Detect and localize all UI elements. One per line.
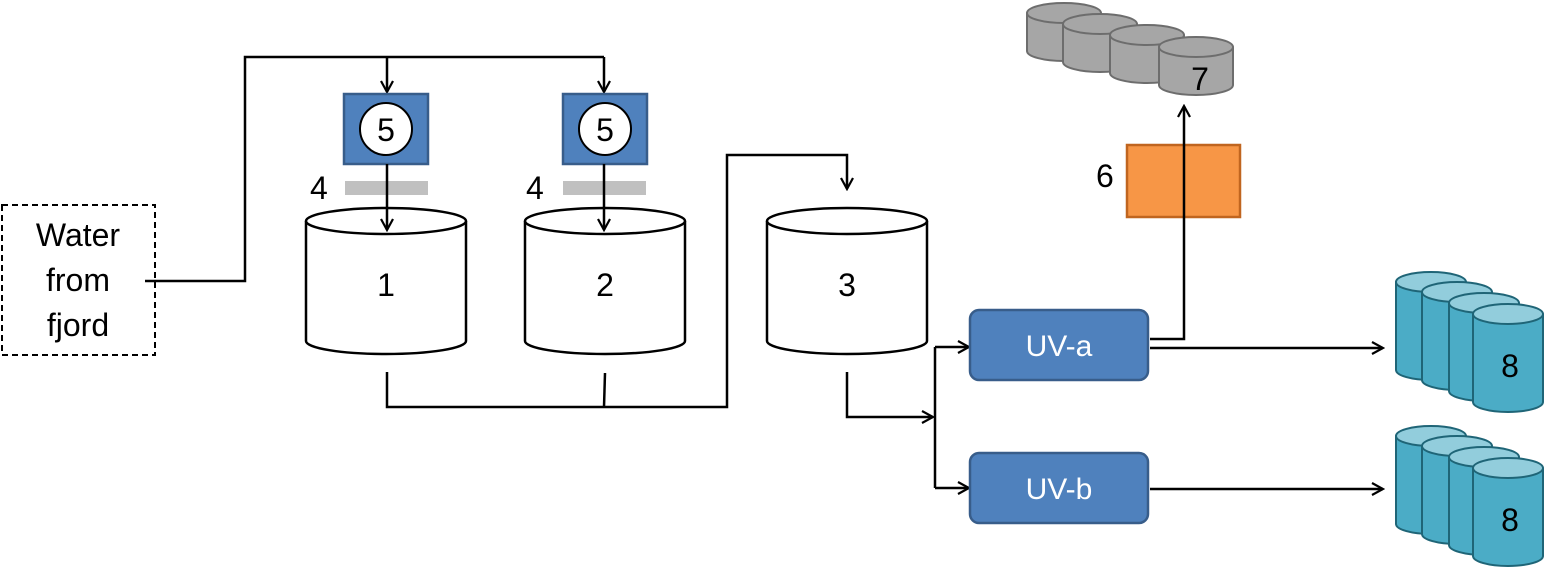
blue-cylinder <box>1472 457 1544 567</box>
blue-tanks-top-label: 8 <box>1501 348 1519 384</box>
uv-unit-label: 5 <box>596 112 614 148</box>
tank-2: 2 <box>523 206 687 356</box>
grey-tanks-label: 7 <box>1191 61 1209 97</box>
source-line-1: Water <box>36 217 121 253</box>
tank-3: 3 <box>765 206 929 356</box>
filter-label: 4 <box>310 170 328 206</box>
inlet-pipe <box>145 55 604 283</box>
source-line-2: from <box>46 262 110 298</box>
uv-unit-5-right: 5 <box>561 92 649 166</box>
box-6: 6 <box>1096 143 1242 219</box>
tank-label: 2 <box>596 267 614 303</box>
collector-pipe <box>385 153 847 409</box>
uv-b-label: UV-b <box>1026 473 1093 506</box>
uv-b-box: UV-b <box>968 451 1150 525</box>
tank-label: 3 <box>838 267 856 303</box>
grey-cylinder <box>1158 36 1234 96</box>
filter-4-right: 4 <box>526 170 646 206</box>
blue-tanks-8-top <box>1395 271 1544 413</box>
blue-cylinder <box>1472 303 1544 413</box>
uv-a-to-7-pipe <box>1150 106 1184 341</box>
uv-a-label: UV-a <box>1026 330 1093 363</box>
box-6-label: 6 <box>1096 158 1114 194</box>
blue-tanks-8-bottom <box>1395 425 1544 567</box>
uv-a-box: UV-a <box>968 308 1150 382</box>
uv-unit-label: 5 <box>377 112 395 148</box>
filter-4-left: 4 <box>310 170 428 206</box>
grey-tanks-7 <box>1026 2 1234 96</box>
source-line-3: fjord <box>47 307 109 343</box>
water-source-box: Water from fjord <box>1 204 156 356</box>
filter-label: 4 <box>526 170 544 206</box>
tank3-outlet-pipe <box>845 347 969 488</box>
tank-label: 1 <box>377 267 395 303</box>
blue-tanks-bottom-label: 8 <box>1501 502 1519 538</box>
uv-unit-5-left: 5 <box>342 92 430 166</box>
